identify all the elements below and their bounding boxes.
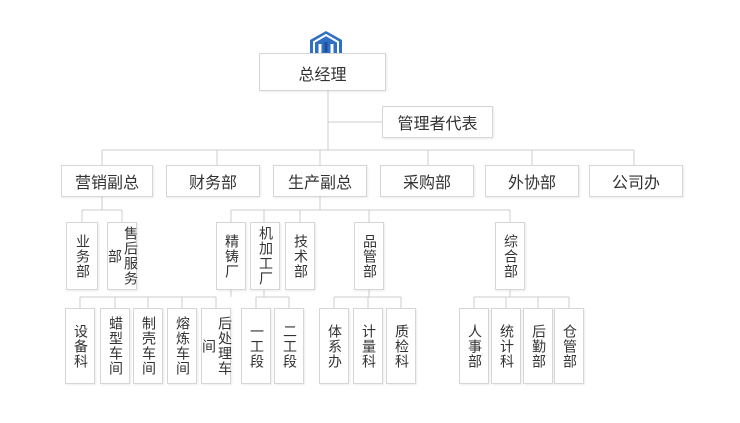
node-statistics-section: 统计科 — [491, 308, 521, 384]
node-business-dept: 业务部 — [66, 222, 98, 290]
node-system-office-label: 体系办 — [326, 323, 342, 369]
node-finance: 财务部 — [166, 165, 260, 197]
node-system-office: 体系办 — [319, 308, 349, 384]
node-quality-dept-label: 品管部 — [361, 233, 377, 279]
node-company-office-label: 公司办 — [611, 173, 660, 192]
node-general-affairs-dept: 综合部 — [495, 222, 525, 290]
node-marketing-vp-label: 营销副总 — [74, 173, 139, 192]
node-production-vp-label: 生产副总 — [287, 173, 352, 192]
node-after-sales-dept: 售后服务部 — [106, 222, 138, 290]
node-outsourcing: 外协部 — [485, 165, 579, 197]
node-technology-dept: 技术部 — [285, 222, 315, 290]
node-wax-workshop-label: 蜡型车间 — [107, 316, 123, 376]
node-quality-dept: 品管部 — [354, 222, 384, 290]
node-wax-workshop: 蜡型车间 — [100, 308, 130, 384]
node-hr-dept: 人事部 — [459, 308, 489, 384]
node-equipment-section-label: 设备科 — [72, 323, 88, 369]
node-warehouse-dept-label: 仓管部 — [561, 323, 577, 369]
connector-production-drops — [230, 210, 511, 222]
node-section-two-label: 二工段 — [281, 323, 297, 369]
node-purchasing-label: 采购部 — [402, 173, 451, 192]
node-machining-plant: 机加工厂 — [250, 222, 280, 290]
node-general-manager: 总经理 — [259, 53, 386, 91]
connector-marketing-subs — [81, 197, 123, 222]
node-business-dept-label: 业务部 — [74, 233, 90, 279]
node-inspection-section: 质检科 — [386, 308, 416, 384]
node-post-processing-workshop: 后处理车间 — [200, 308, 232, 384]
node-melting-workshop-label: 熔炼车间 — [174, 316, 190, 376]
connector-machining-subs — [255, 290, 290, 308]
node-metrology-section-label: 计量科 — [360, 323, 376, 369]
connector-general-subs — [473, 290, 570, 308]
node-general-manager-label: 总经理 — [298, 65, 347, 84]
node-production-vp: 生产副总 — [273, 165, 367, 197]
node-machining-plant-label: 机加工厂 — [257, 226, 273, 286]
node-casting-plant-label: 精铸厂 — [223, 233, 239, 279]
node-purchasing: 采购部 — [380, 165, 474, 197]
node-section-two: 二工段 — [274, 308, 304, 384]
node-casting-plant: 精铸厂 — [216, 222, 246, 290]
node-outsourcing-label: 外协部 — [507, 173, 556, 192]
node-shell-workshop: 制壳车间 — [133, 308, 163, 384]
node-logistics-dept-label: 后勤部 — [530, 323, 546, 369]
node-equipment-section: 设备科 — [65, 308, 95, 384]
node-inspection-section-label: 质检科 — [393, 323, 409, 369]
node-melting-workshop: 熔炼车间 — [167, 308, 197, 384]
node-logistics-dept: 后勤部 — [523, 308, 553, 384]
node-general-affairs-dept-label: 综合部 — [502, 233, 518, 279]
node-company-office: 公司办 — [589, 165, 683, 197]
node-hr-dept-label: 人事部 — [466, 323, 482, 369]
node-section-one-label: 一工段 — [248, 323, 264, 369]
node-management-representative: 管理者代表 — [382, 106, 493, 138]
node-section-one: 一工段 — [241, 308, 271, 384]
node-technology-dept-label: 技术部 — [292, 233, 308, 279]
node-shell-workshop-label: 制壳车间 — [140, 316, 156, 376]
node-after-sales-dept-label: 售后服务部 — [106, 226, 138, 286]
node-management-representative-label: 管理者代表 — [397, 114, 478, 133]
node-marketing-vp: 营销副总 — [61, 165, 153, 197]
connector-level1-drops — [101, 150, 635, 165]
connector-casting-subs — [79, 290, 232, 308]
connector-quality-subs — [333, 290, 402, 308]
node-statistics-section-label: 统计科 — [498, 323, 514, 369]
node-warehouse-dept: 仓管部 — [554, 308, 584, 384]
node-finance-label: 财务部 — [188, 173, 237, 192]
node-metrology-section: 计量科 — [353, 308, 383, 384]
node-post-processing-workshop-label: 后处理车间 — [200, 316, 232, 376]
